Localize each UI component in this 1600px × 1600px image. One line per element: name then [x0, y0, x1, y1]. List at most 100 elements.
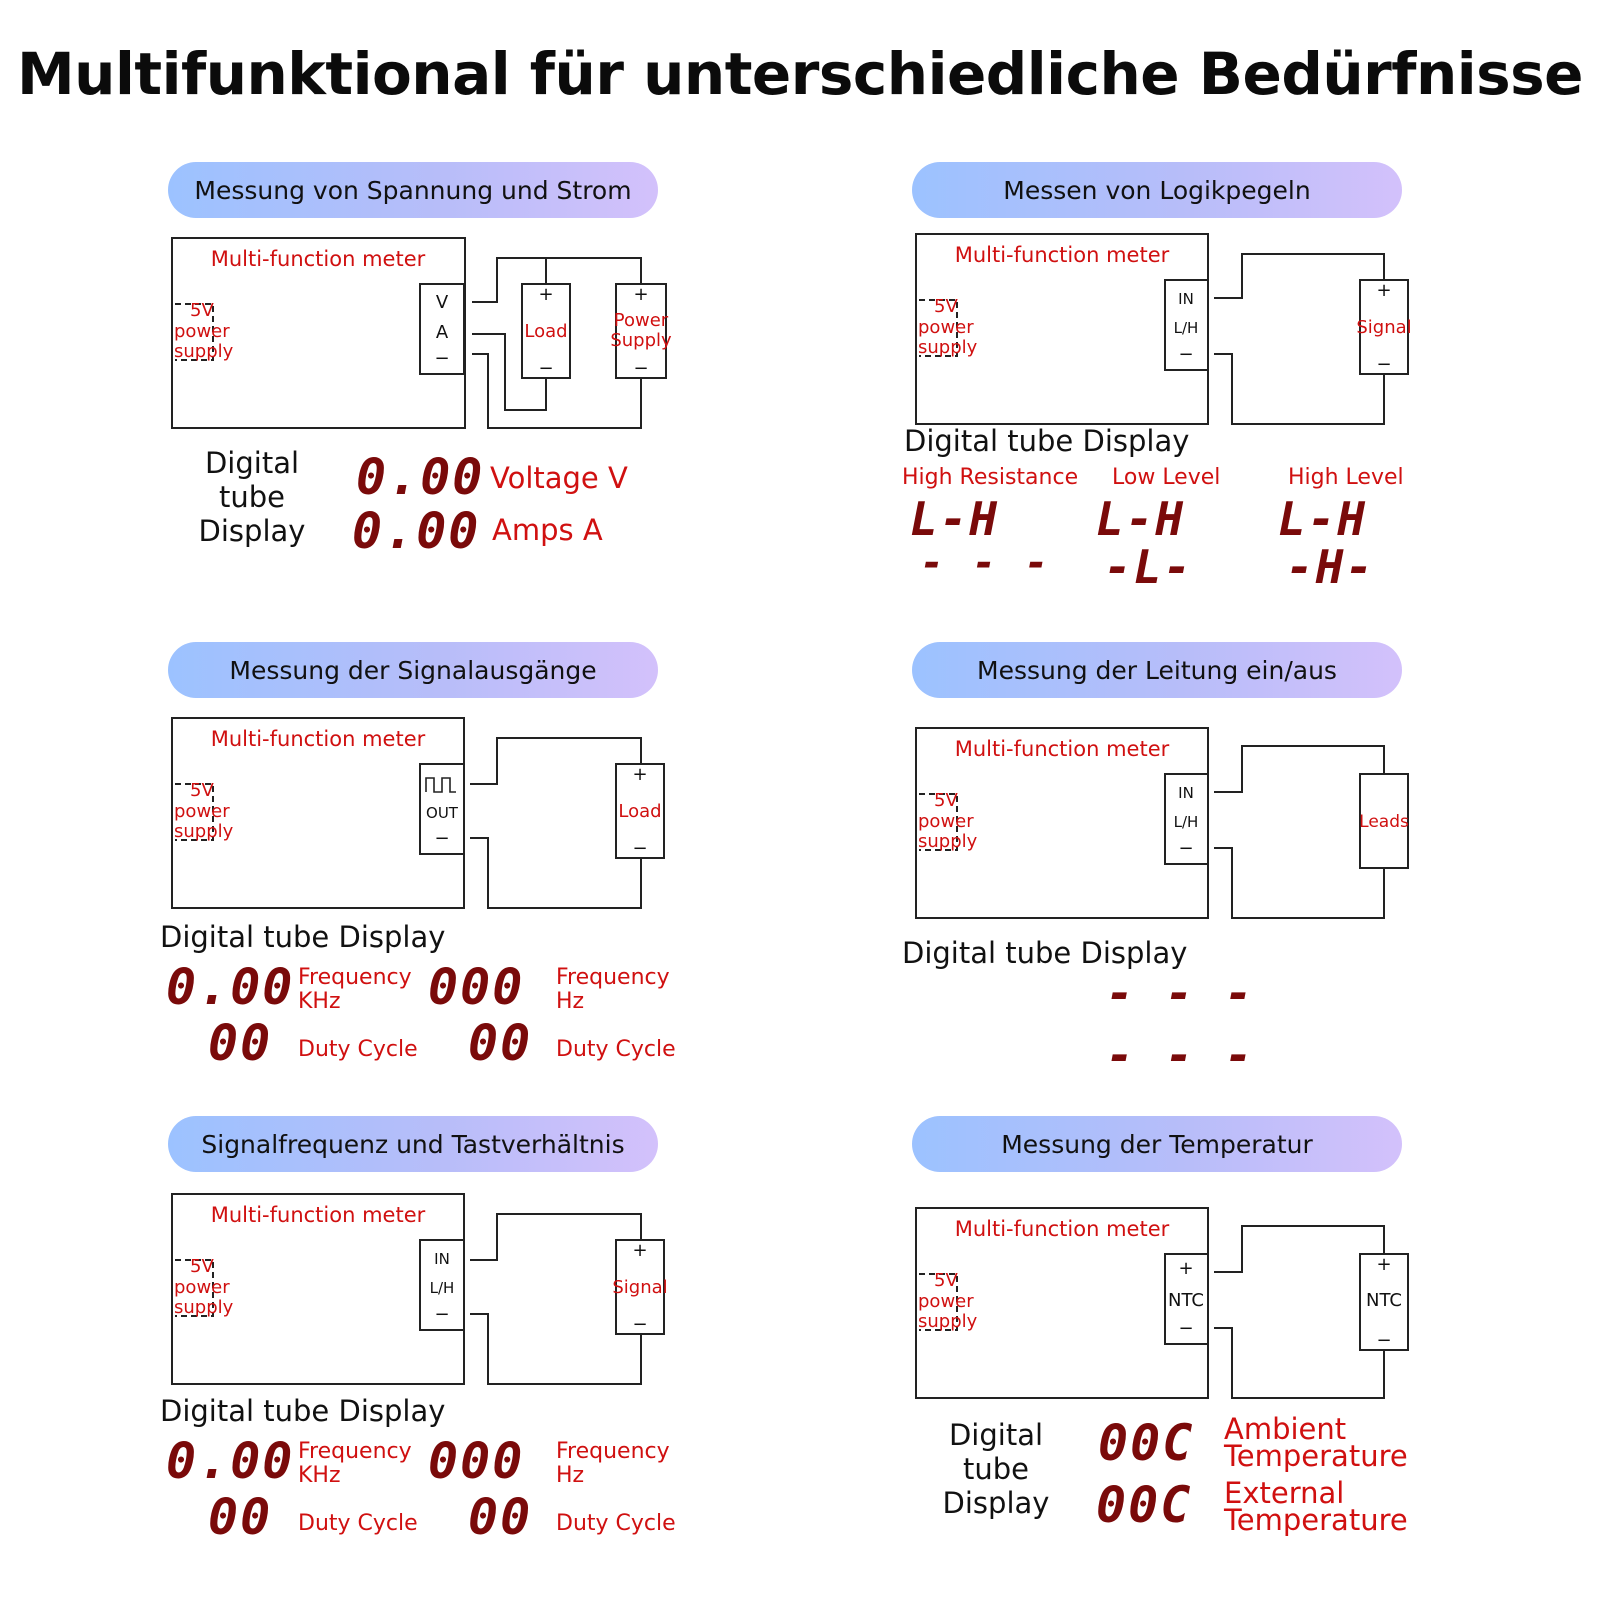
label-line: Display [942, 1486, 1050, 1520]
amps-label: Amps A [492, 513, 603, 547]
diagram-label: − [1376, 354, 1391, 375]
state-label-low-level: Low Level [1112, 465, 1221, 490]
label-line: Temperature [1224, 1503, 1408, 1537]
diagram-label: − [1178, 838, 1193, 859]
port-a: A [436, 322, 449, 343]
label-line: Ambient [1224, 1412, 1347, 1446]
wire [470, 1313, 642, 1385]
diagram-label: NTC [1366, 1290, 1402, 1311]
ntc-sensor-box [1359, 1253, 1409, 1351]
continuity-row2: - - - [1106, 1028, 1255, 1082]
terminal-in [1164, 773, 1209, 865]
ps-plus: + [633, 284, 648, 305]
label-line: Hz [556, 989, 585, 1014]
label-line: KHz [298, 989, 341, 1014]
duty-digits-khz: 00 [208, 1488, 273, 1546]
diagram-label: − [1178, 1318, 1193, 1339]
signal-box [1359, 279, 1409, 375]
ps-minus: − [633, 358, 648, 379]
diagram-label: − [632, 838, 647, 859]
label-line: KHz [298, 1463, 341, 1488]
load-minus: − [538, 358, 553, 379]
diagram-label: Signal [1356, 317, 1411, 338]
state-bottom-low-level: -L- [1104, 540, 1194, 594]
terminal-in [1164, 279, 1209, 371]
power-supply: supply [174, 341, 234, 362]
diagram-label: L/H [430, 1279, 455, 1297]
power-5v: 5V [190, 300, 214, 321]
diagram-label: Multi-function meter [211, 1203, 426, 1227]
pill-logic-levels: Messen von Logikpegeln [912, 162, 1402, 218]
diagram-label: + [632, 764, 647, 785]
label-line: Frequency [298, 965, 412, 990]
load-box [521, 283, 571, 379]
wire [1214, 847, 1385, 919]
diagram-label: power [174, 1277, 230, 1298]
duty-label-hz: Duty Cycle [556, 1037, 676, 1062]
label-line: Hz [556, 1463, 585, 1488]
power-bracket [919, 299, 958, 357]
diagram-label: L/H [1174, 319, 1199, 337]
diagram-label: supply [918, 1311, 978, 1332]
diagram-label: power [174, 801, 230, 822]
state-top-high-level: L-H [1278, 492, 1368, 546]
display-heading: Digital tube Display [172, 446, 332, 548]
label-line: Digital tube [948, 1418, 1044, 1486]
state-bottom-high-level: -H- [1286, 540, 1376, 594]
diagram-label: Leads [1359, 812, 1409, 832]
khz-digits: 0.00 [166, 958, 295, 1016]
diagram-label: + [1178, 1258, 1193, 1279]
continuity-row1: - - - [1106, 966, 1255, 1020]
terminal-va [419, 283, 465, 375]
label-line: Frequency [556, 1439, 670, 1464]
terminal-ntc [1164, 1253, 1209, 1345]
pill-signal-outputs: Messung der Signalausgänge [168, 642, 658, 698]
meter-label: Multi-function meter [211, 247, 426, 271]
diagram-label: Load [618, 801, 661, 822]
diagram-label: Multi-function meter [955, 737, 1170, 761]
duty-digits-hz: 00 [468, 1488, 533, 1546]
port-v: V [436, 292, 449, 313]
diagram-label: − [434, 828, 449, 849]
diagram-label: Multi-function meter [211, 727, 426, 751]
diagram-label: supply [918, 831, 978, 852]
main-title: Multifunktional für unterschiedliche Bed… [16, 40, 1584, 108]
display-heading: Digital tube Display [160, 920, 446, 954]
diagram-label: supply [174, 821, 234, 842]
diagram-label: − [434, 1304, 449, 1325]
wire [472, 333, 547, 411]
diagram-label: − [1376, 1330, 1391, 1351]
diagram-label: 5V [190, 780, 214, 801]
load-plus: + [538, 284, 553, 305]
diagram-label: − [632, 1314, 647, 1335]
wire [1214, 745, 1385, 793]
hz-digits: 000 [428, 958, 525, 1016]
diagram-label: power [918, 317, 974, 338]
diagram-shape [919, 1273, 958, 1331]
meter-label: Multi-function meter [955, 243, 1170, 267]
diagram-shape [175, 783, 214, 841]
diagram-label: IN [1178, 784, 1194, 802]
duty-label-khz: Duty Cycle [298, 1511, 418, 1536]
duty-digits-hz: 00 [468, 1014, 533, 1072]
diagram-label: 5V [934, 790, 958, 811]
wire [1214, 1327, 1385, 1399]
diagram-label: supply [174, 1297, 234, 1318]
diagram-label: + [1376, 280, 1391, 301]
amps-digits: 0.00 [352, 502, 481, 560]
pill-temperature: Messung der Temperatur [912, 1116, 1402, 1172]
wire [1214, 1225, 1385, 1273]
diagram-label: OUT [426, 804, 459, 822]
display-heading-line2: Display [198, 514, 306, 548]
label-line: External [1224, 1476, 1345, 1510]
ps-label-1: Power [614, 310, 669, 331]
load-box [615, 763, 665, 859]
